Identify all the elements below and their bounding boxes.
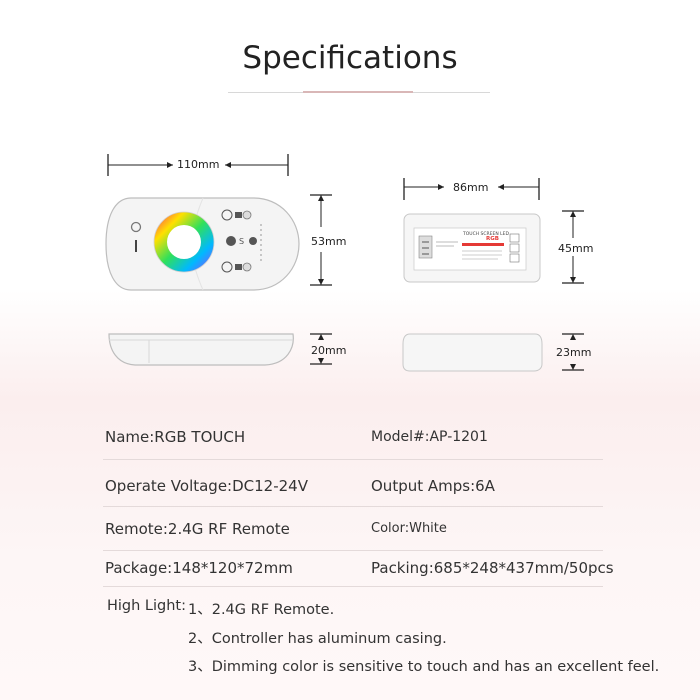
svg-text:S: S (239, 237, 244, 246)
spec-model: Model#:AP-1201 (371, 429, 488, 445)
remote-height-dimension (310, 194, 332, 286)
remote-depth-dimension (310, 333, 332, 365)
controller-label-line1: TOUCH SCREEN LED (463, 232, 509, 237)
title-accent-bar (303, 91, 413, 93)
spec-package: Package:148*120*72mm (105, 559, 293, 577)
controller-width-dimension (403, 178, 540, 200)
controller-label-line2: RGB (486, 236, 499, 242)
highlight-item-1: 1、2.4G RF Remote. (188, 602, 335, 618)
controller-height-label: 45mm (558, 242, 594, 255)
highlights-label: High Light: (107, 598, 187, 614)
controller-depth-dimension (562, 333, 584, 371)
highlight-item-3: 3、Dimming color is sensitive to touch an… (188, 659, 660, 675)
remote-height-label: 53mm (311, 235, 347, 248)
controller-width-label: 86mm (453, 181, 489, 194)
controller-top-view (403, 213, 541, 283)
remote-depth-label: 20mm (311, 344, 347, 357)
remote-top-view: S (105, 197, 300, 291)
controller-height-dimension (562, 210, 584, 284)
spec-row-divider (103, 550, 603, 551)
spec-name: Name:RGB TOUCH (105, 428, 246, 446)
remote-width-label: 110mm (177, 158, 220, 171)
spec-remote: Remote:2.4G RF Remote (105, 520, 290, 538)
controller-depth-label: 23mm (556, 346, 592, 359)
remote-side-view (108, 333, 294, 366)
spec-output-amps: Output Amps:6A (371, 477, 495, 495)
highlight-item-2: 2、Controller has aluminum casing. (188, 631, 447, 647)
controller-side-view (402, 333, 543, 372)
spec-row-divider (103, 586, 603, 587)
page-title: Specifications (242, 40, 458, 76)
spec-voltage: Operate Voltage:DC12-24V (105, 477, 308, 495)
spec-color: Color:White (371, 521, 447, 536)
spec-row-divider (103, 459, 603, 460)
spec-row-divider (103, 506, 603, 507)
remote-width-dimension (107, 154, 289, 176)
spec-packing: Packing:685*248*437mm/50pcs (371, 559, 614, 577)
